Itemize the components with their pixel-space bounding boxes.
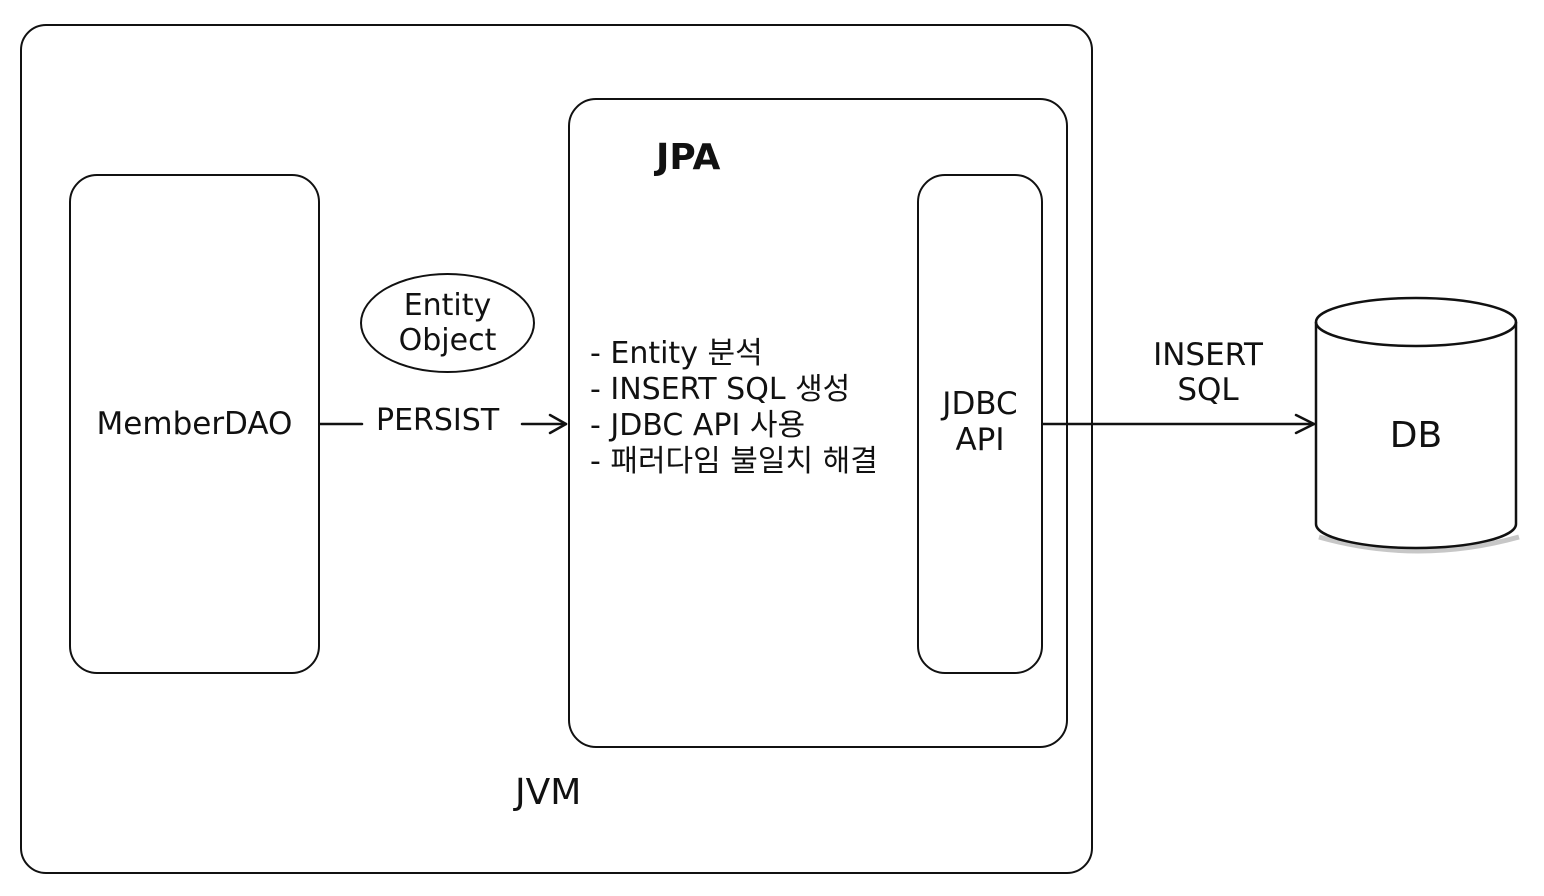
member-dao-label: MemberDAO [96,405,293,442]
jvm-label: JVM [515,772,582,813]
jdbc-api-label: JDBC API [919,384,1041,460]
entity-object-line1: Entity [403,288,492,323]
db-label: DB [1389,415,1443,456]
jpa-task-item: - Entity 분석 [590,336,763,371]
persist-label: PERSIST [376,403,500,438]
jpa-task-item: - JDBC API 사용 [590,408,806,443]
entity-object-line2: Object [398,323,497,358]
entity-object-ellipse: Entity Object [360,273,535,373]
insert-sql-line2: SQL [1177,372,1239,408]
jdbc-api-line1: JDBC [942,386,1018,422]
member-dao-box [69,174,320,674]
persist-arrow-head [548,413,568,435]
jpa-task-list: - Entity 분석 - INSERT SQL 생성 - JDBC API 사… [590,336,878,480]
insert-sql-label: INSERT SQL [1130,336,1286,410]
jdbc-api-line2: API [955,422,1005,458]
insert-sql-line1: INSERT [1153,337,1263,373]
jpa-task-item: - INSERT SQL 생성 [590,372,851,407]
jpa-title: JPA [656,137,721,178]
jpa-task-item: - 패러다임 불일치 해결 [590,444,878,479]
db-cylinder-icon [1314,296,1520,554]
db-arrow-head [1294,413,1316,435]
